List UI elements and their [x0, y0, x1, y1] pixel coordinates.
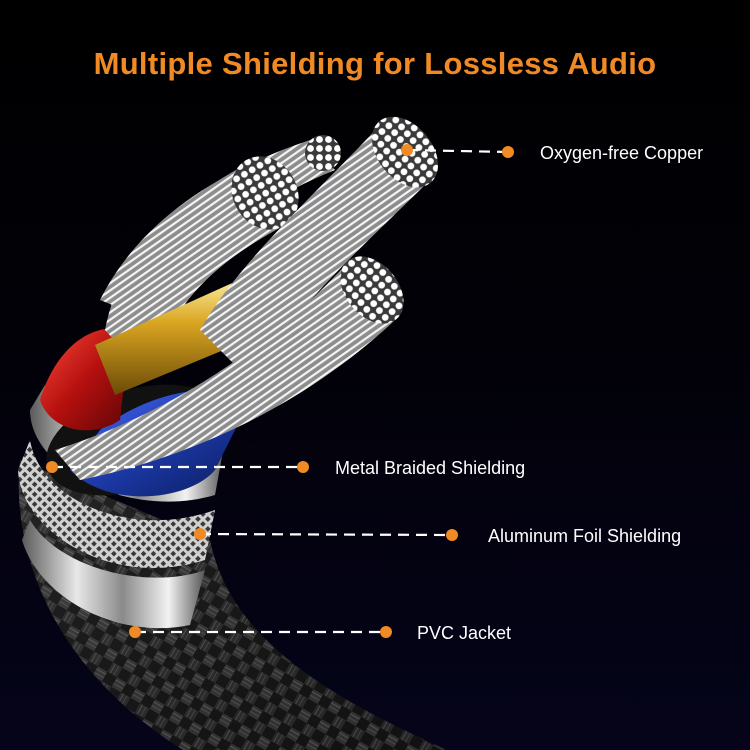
callout-label-metal-braided-shielding: Metal Braided Shielding [335, 458, 526, 478]
aluminum-foil-layer [18, 440, 215, 568]
callout-metal-braided-shielding-leader [46, 461, 309, 473]
dot-marker-icon [380, 626, 392, 638]
callout-aluminum-foil-shielding-leader [194, 528, 458, 541]
dot-marker-icon [297, 461, 309, 473]
callout-label-oxygen-free-copper: Oxygen-free Copper [540, 143, 704, 163]
dot-marker-icon [401, 144, 413, 156]
callout-label-aluminum-foil-shielding: Aluminum Foil Shielding [488, 526, 682, 546]
callout-label-pvc-jacket: PVC Jacket [417, 623, 512, 643]
metal-collar-lower [22, 520, 205, 629]
dot-marker-icon [194, 528, 206, 540]
dot-marker-icon [502, 146, 514, 158]
page-title: Multiple Shielding for Lossless Audio [93, 46, 657, 81]
dot-marker-icon [446, 529, 458, 541]
copper-strand-bundle-lower [55, 256, 404, 480]
dot-marker-icon [129, 626, 141, 638]
callout-oxygen-free-copper-leader [401, 144, 514, 158]
callout-pvc-jacket-leader [129, 626, 392, 638]
dot-marker-icon [46, 461, 58, 473]
